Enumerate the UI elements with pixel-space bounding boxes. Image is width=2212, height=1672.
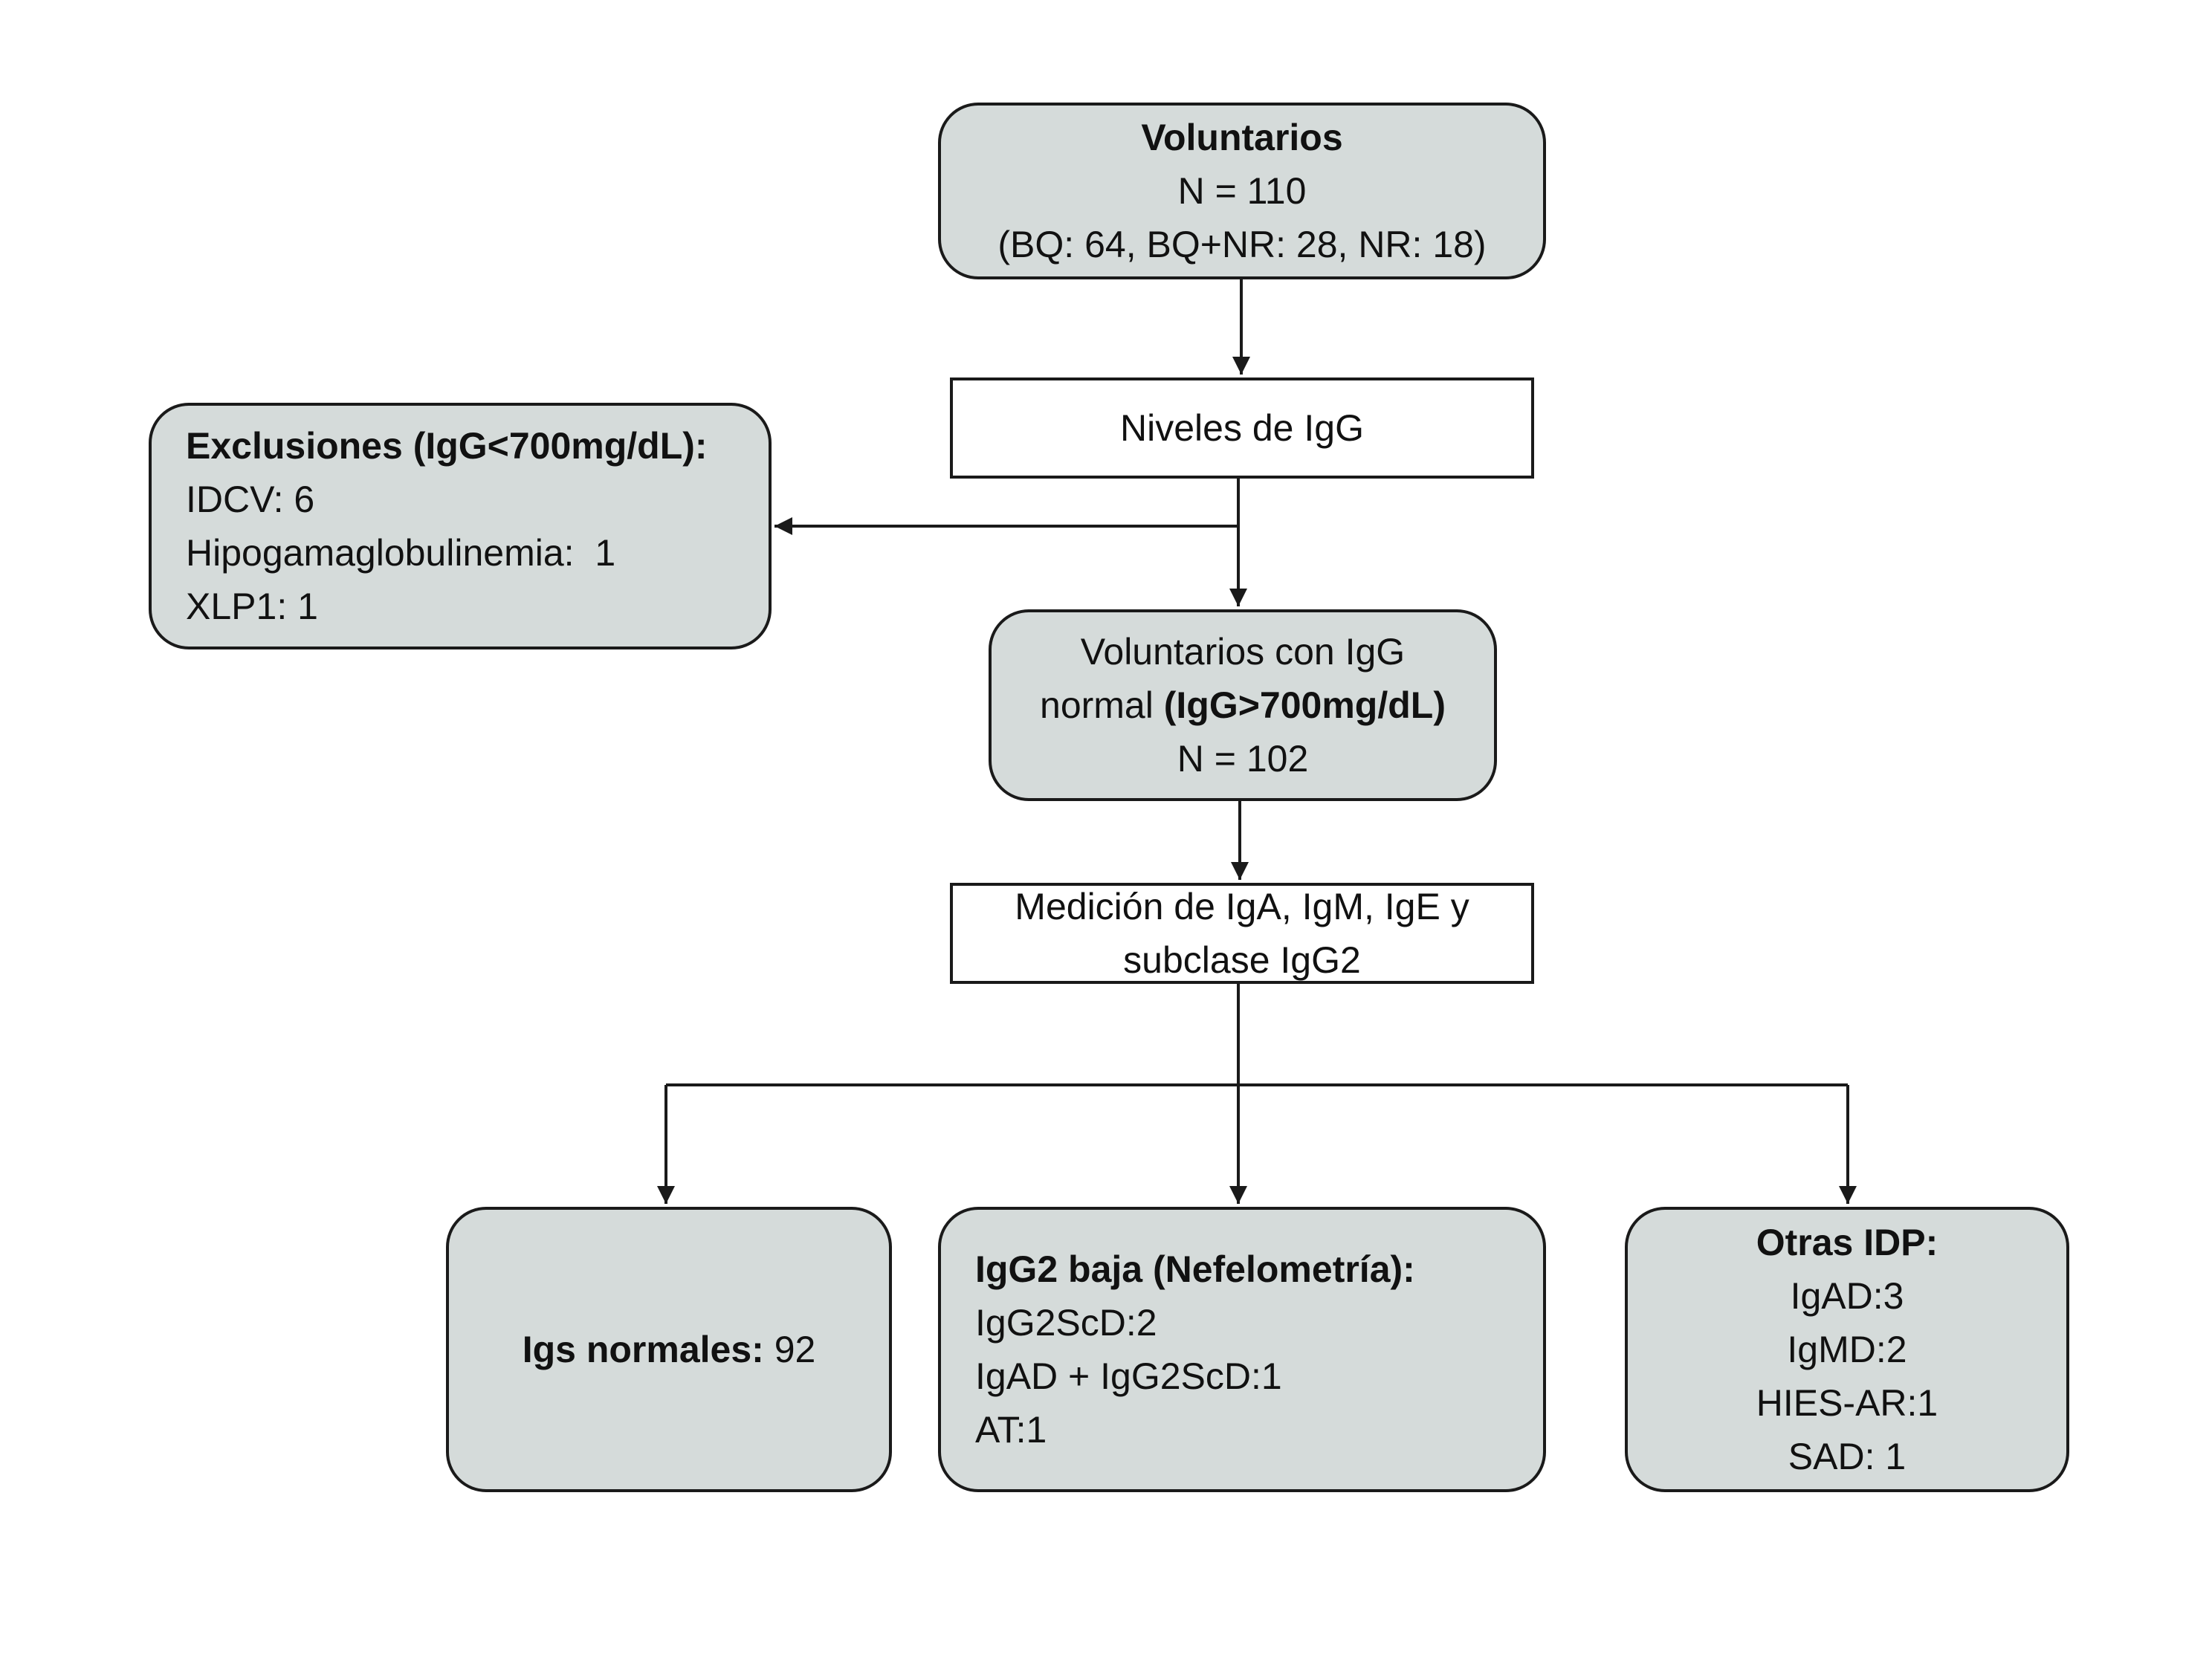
node-igs-normales: Igs normales: 92 — [446, 1207, 892, 1492]
normal-line2: normal (IgG>700mg/dL) — [1040, 678, 1446, 732]
node-medicion: Medición de IgA, IgM, IgE y subclase IgG… — [950, 883, 1534, 984]
normales-label: Igs normales: — [522, 1329, 764, 1370]
voluntarios-title: Voluntarios — [1141, 117, 1343, 158]
normales-value: 92 — [763, 1329, 816, 1370]
igg2-item: IgAD + IgG2ScD:1 — [975, 1355, 1282, 1397]
node-igg2-baja: IgG2 baja (Nefelometría): IgG2ScD:2 IgAD… — [938, 1207, 1546, 1492]
otras-title: Otras IDP: — [1756, 1222, 1938, 1263]
voluntarios-breakdown: (BQ: 64, BQ+NR: 28, NR: 18) — [997, 224, 1487, 265]
normales-line: Igs normales: 92 — [523, 1323, 816, 1376]
medicion-line1: Medición de IgA, IgM, IgE y — [1015, 886, 1469, 927]
exclusiones-item: IDCV: 6 — [186, 479, 315, 520]
igg2-item: IgG2ScD:2 — [975, 1302, 1157, 1344]
node-voluntarios-igg-normal: Voluntarios con IgG normal (IgG>700mg/dL… — [989, 609, 1497, 801]
voluntarios-count: N = 110 — [1177, 170, 1307, 212]
otras-item: IgMD:2 — [1787, 1329, 1907, 1370]
normal-count: N = 102 — [1177, 738, 1309, 780]
exclusiones-item: XLP1: 1 — [186, 586, 318, 627]
normal-line2-plain: normal — [1040, 684, 1164, 726]
otras-item: HIES-AR:1 — [1756, 1382, 1938, 1424]
igg2-title: IgG2 baja (Nefelometría): — [975, 1248, 1415, 1290]
exclusiones-title: Exclusiones (IgG<700mg/dL): — [186, 425, 708, 467]
niveles-label: Niveles de IgG — [1120, 407, 1364, 449]
normal-line1: Voluntarios con IgG — [1080, 631, 1406, 673]
node-exclusiones: Exclusiones (IgG<700mg/dL): IDCV: 6 Hipo… — [149, 403, 772, 649]
node-otras-idp: Otras IDP: IgAD:3 IgMD:2 HIES-AR:1 SAD: … — [1625, 1207, 2069, 1492]
node-niveles-igg: Niveles de IgG — [950, 378, 1534, 479]
exclusiones-item: Hipogamaglobulinemia: 1 — [186, 532, 616, 574]
otras-item: IgAD:3 — [1790, 1275, 1904, 1317]
igg2-item: AT:1 — [975, 1409, 1047, 1451]
node-voluntarios: Voluntarios N = 110 (BQ: 64, BQ+NR: 28, … — [938, 103, 1546, 279]
normal-line2-bold: (IgG>700mg/dL) — [1163, 684, 1446, 726]
medicion-line2: subclase IgG2 — [1123, 939, 1361, 981]
otras-item: SAD: 1 — [1788, 1436, 1907, 1477]
